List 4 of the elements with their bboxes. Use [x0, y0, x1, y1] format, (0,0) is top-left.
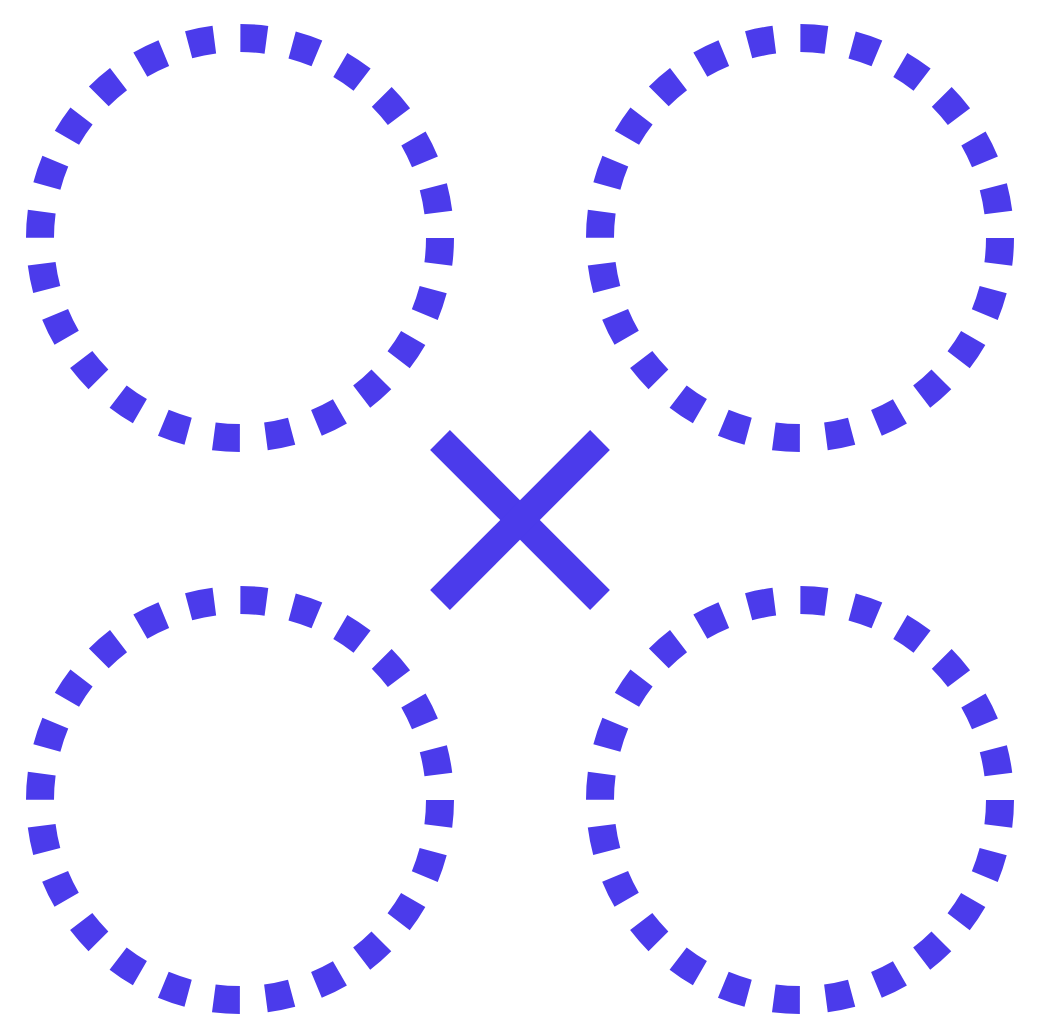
dashed-circle — [26, 24, 454, 452]
dashed-circle — [26, 586, 454, 1014]
dashed-circle — [586, 586, 1014, 1014]
dashed-circle — [586, 24, 1014, 452]
